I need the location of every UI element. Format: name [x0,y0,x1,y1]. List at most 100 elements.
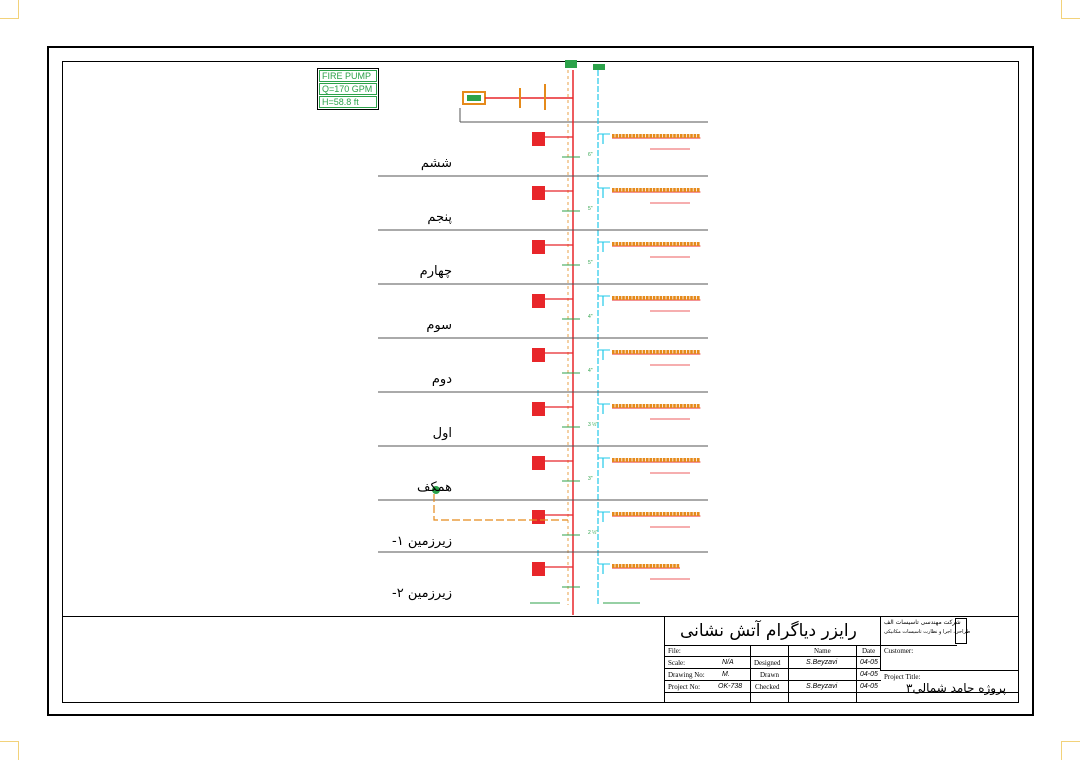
sprinkler-head [666,404,669,408]
sprinkler-head [646,188,649,192]
riser-diagram [378,60,708,615]
sprinkler-head [676,564,680,568]
hose-cabinet [532,402,545,416]
sprinkler-head [683,512,686,516]
sprinkler-head [666,458,669,462]
sprinkler-head [639,188,642,192]
floor-label: پنجم [427,210,452,225]
sprinkler-head [656,404,659,408]
sprinkler-head [693,350,697,354]
sprinkler-head [652,188,656,192]
project-no-value: OK-738 [718,683,743,690]
sprinkler-head [680,350,683,354]
drawing-area [62,61,1019,703]
riser-size-label: 4" [588,314,593,320]
sprinkler-head [690,242,693,246]
sprinkler-head [625,458,629,462]
sprinkler-head [656,350,659,354]
sprinkler-head [649,512,652,516]
sprinkler-head [612,458,615,462]
project-no-label: Project No: [668,683,701,691]
sprinkler-head [618,512,622,516]
sprinkler-head [669,564,673,568]
sprinkler-head [669,458,673,462]
sprinkler-head [639,564,642,568]
sprinkler-head [673,242,676,246]
hose-cabinet [532,456,545,470]
grid-h1 [664,656,881,657]
sprinkler-head [683,188,686,192]
yard-hydrant-icon [432,486,440,494]
sprinkler-head [646,458,649,462]
sprinkler-head [642,242,646,246]
hose-cabinet [532,186,545,200]
sprinkler-head [656,296,659,300]
sprinkler-head [649,458,652,462]
sprinkler-head [622,134,625,138]
sprinkler-head [659,188,663,192]
sprinkler-head [686,296,690,300]
sprinkler-head [656,564,659,568]
sprinkler-head [629,458,632,462]
sprinkler-head [622,188,625,192]
sprinkler-head [646,564,649,568]
sprinkler-head [673,188,676,192]
sprinkler-head [673,404,676,408]
sprinkler-head [690,296,693,300]
sprinkler-head [632,458,635,462]
sprinkler-head [693,512,697,516]
sprinkler-head [618,564,622,568]
sprinkler-head [680,512,683,516]
file-label: File: [668,647,681,655]
sprinkler-head [642,404,646,408]
sprinkler-head [666,564,669,568]
sprinkler-head [632,564,635,568]
hose-cabinet [532,132,545,146]
sprinkler-head [669,134,673,138]
sprinkler-head [676,242,680,246]
sprinkler-head [690,512,693,516]
floor-label: همکف [416,480,452,495]
sprinkler-head [639,296,642,300]
sprinkler-head [663,404,666,408]
sprinkler-head [615,404,618,408]
sprinkler-head [612,350,615,354]
sprinkler-head [615,296,618,300]
sprinkler-head [649,134,652,138]
scale-label: Scale: [668,659,686,667]
name-header: Name [814,647,831,655]
grid-v1 [750,645,751,703]
sprinkler-head [646,404,649,408]
sprinkler-head [642,188,646,192]
corner-mark-top-right [1061,0,1080,19]
sprinkler-head [697,134,700,138]
title-row-line [664,645,881,646]
sprinkler-head [683,242,686,246]
sprinkler-head [669,242,673,246]
sprinkler-head [618,242,622,246]
sprinkler-head [686,458,690,462]
sprinkler-head [625,242,629,246]
sprinkler-head [656,458,659,462]
drawn-date: 04-05 [860,671,878,678]
sprinkler-head [693,188,697,192]
sprinkler-head [615,458,618,462]
sprinkler-head [663,512,666,516]
sprinkler-head [686,188,690,192]
grid-v3 [856,645,857,703]
sprinkler-head [663,564,666,568]
sprinkler-head [697,458,700,462]
sprinkler-head [680,242,683,246]
sprinkler-head [693,404,697,408]
sprinkler-head [632,134,635,138]
drawing-title: رایزر دیاگرام آتش نشانی [680,621,857,641]
riser-size-label: 6" [588,152,593,158]
sprinkler-head [646,296,649,300]
sprinkler-head [663,350,666,354]
sprinkler-head [690,188,693,192]
sprinkler-head [639,242,642,246]
sprinkler-head [615,134,618,138]
sprinkler-head [680,296,683,300]
sprinkler-head [635,296,639,300]
project-title-label: Project Title: [884,673,921,681]
